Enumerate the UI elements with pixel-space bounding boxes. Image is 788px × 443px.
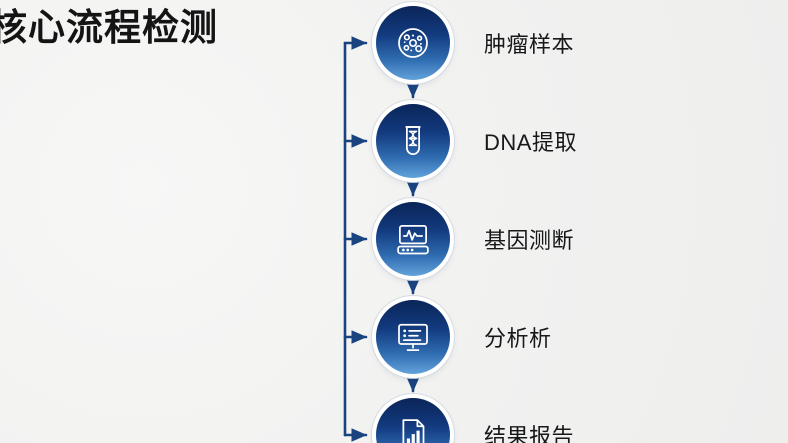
flow-step-3[interactable]: 基因测断 <box>376 202 716 276</box>
test-tube-dna-icon <box>405 126 421 155</box>
flow-step-4-label: 分析析 <box>484 326 552 351</box>
flow-step-5[interactable]: 结果报告 <box>376 398 716 443</box>
cell-sample-icon <box>398 28 428 58</box>
flow-step-5-label: 结果报告 <box>484 424 575 443</box>
flow-step-1[interactable]: 肿瘤样本 <box>376 6 716 80</box>
flow-step-4-badge <box>376 300 450 374</box>
flow-step-5-badge <box>376 398 450 443</box>
report-document-icon <box>402 419 425 443</box>
flow-step-4[interactable]: 分析析 <box>376 300 716 374</box>
page-title: 核心流程检测 <box>0 7 218 48</box>
spine-path <box>343 36 368 442</box>
flow-step-1-badge <box>376 6 450 80</box>
sequencer-monitor-icon <box>397 225 429 255</box>
flow-step-2-label: DNA提取 <box>484 130 577 155</box>
flow-step-3-badge <box>376 202 450 276</box>
flow-step-3-label: 基因测断 <box>484 228 575 253</box>
flow-step-1-label: 肿瘤样本 <box>484 32 575 57</box>
flow-step-2[interactable]: DNA提取 <box>376 104 716 178</box>
flow-step-2-badge <box>376 104 450 178</box>
desktop-analysis-icon <box>398 323 428 351</box>
